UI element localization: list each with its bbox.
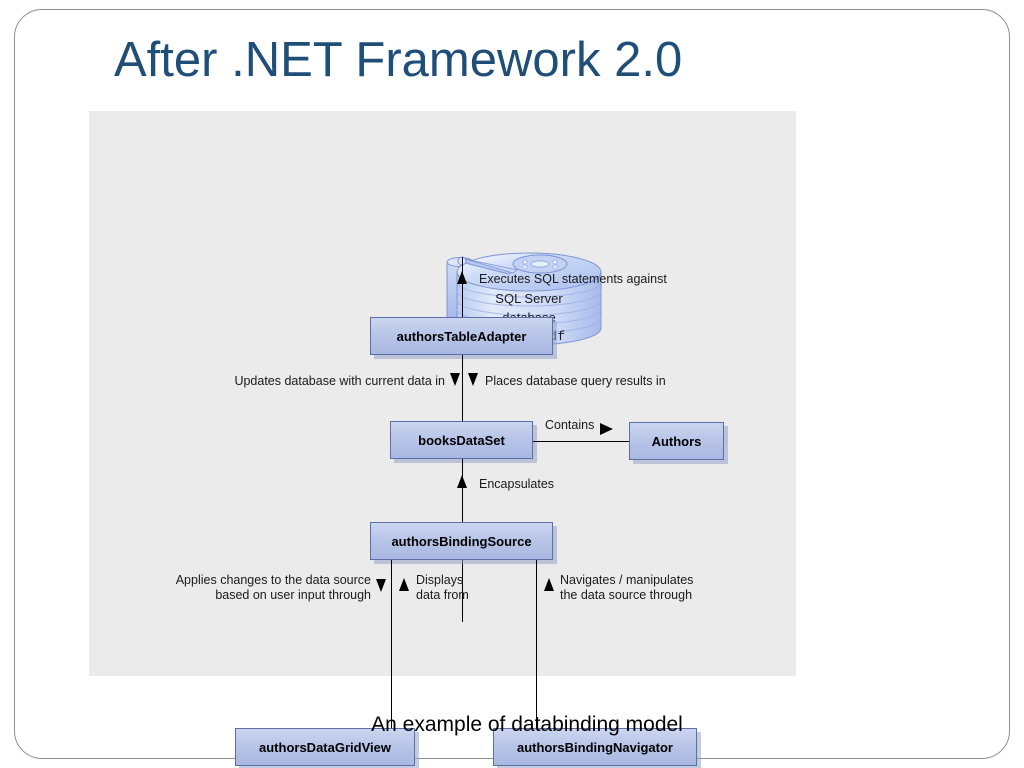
edge-label-displays: Displays data from — [416, 573, 469, 603]
arrowhead-displays-up — [399, 578, 409, 591]
connector-tableadapter-left — [462, 355, 463, 421]
slide-frame: After .NET Framework 2.0 — [14, 9, 1010, 766]
connector-contains — [533, 441, 633, 442]
arrowhead-applies-down — [376, 579, 386, 592]
node-authors-datagridview[interactable]: authorsDataGridView — [235, 728, 415, 766]
edge-label-applies-text: Applies changes to the data source based… — [175, 573, 371, 602]
arrowhead-executes-up — [457, 271, 467, 284]
node-authors[interactable]: Authors — [629, 422, 724, 460]
edge-label-executes: Executes SQL statements against — [479, 272, 667, 286]
edge-label-encapsulates: Encapsulates — [479, 477, 555, 491]
connector-bindingsource-navigator — [536, 560, 537, 730]
edge-label-displays-text: Displays data from — [416, 573, 469, 602]
node-authors-binding-navigator[interactable]: authorsBindingNavigator — [493, 728, 697, 766]
edge-label-navigates-text: Navigates / manipulates the data source … — [560, 573, 694, 602]
edge-label-applies: Applies changes to the data source based… — [149, 573, 371, 603]
edge-label-contains: Contains — [545, 418, 595, 432]
connector-bindingsource-gridview — [391, 560, 392, 730]
node-books-dataset[interactable]: booksDataSet — [390, 421, 533, 459]
page-title: After .NET Framework 2.0 — [114, 33, 683, 87]
node-authors-binding-source[interactable]: authorsBindingSource — [370, 522, 553, 560]
arrowhead-contains-right — [600, 423, 613, 435]
diagram-caption: An example of databinding model — [371, 713, 683, 736]
edge-label-navigates: Navigates / manipulates the data source … — [560, 573, 693, 603]
arrowhead-navigates-up — [544, 578, 554, 591]
arrowhead-encapsulates-up — [457, 475, 467, 488]
diagram-panel: SQL Server database Books.mdf Executes S… — [89, 111, 796, 766]
arrowhead-updates-down — [450, 373, 460, 386]
arrowhead-places-down — [468, 373, 478, 386]
edge-label-updates: Updates database with current data in — [234, 374, 445, 388]
edge-label-places: Places database query results in — [485, 374, 666, 388]
node-authors-table-adapter[interactable]: authorsTableAdapter — [370, 317, 553, 355]
